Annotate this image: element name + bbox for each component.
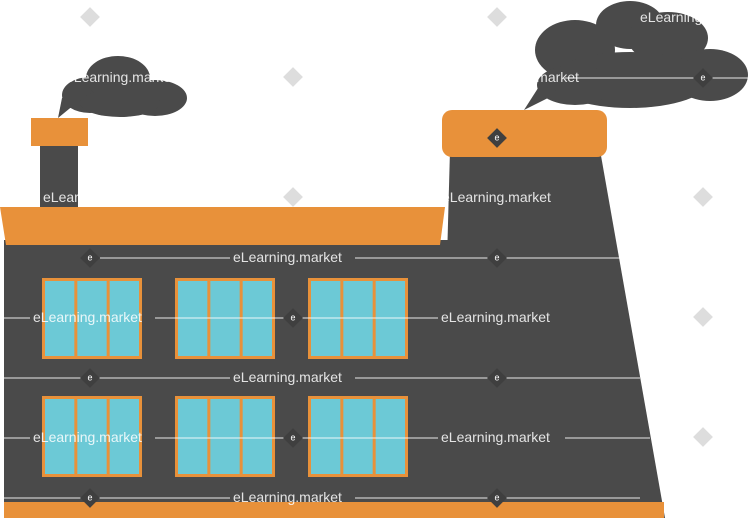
windows-group bbox=[42, 278, 408, 477]
window-pane bbox=[343, 399, 373, 474]
watermark-badge: e bbox=[283, 308, 303, 328]
smoke-cloud-small bbox=[58, 56, 187, 118]
window-pane bbox=[109, 281, 139, 356]
small-chimney bbox=[31, 118, 88, 210]
watermark-text: eLearning.market bbox=[233, 489, 342, 505]
watermark-text: eLearning.market bbox=[442, 189, 551, 205]
watermark-text: eLearning.market bbox=[233, 249, 342, 265]
watermark-diamond bbox=[693, 427, 713, 447]
watermark-text: eLearning.market bbox=[66, 69, 175, 85]
watermark-diamond bbox=[283, 67, 303, 87]
window-pane bbox=[45, 281, 75, 356]
window-pane bbox=[375, 399, 405, 474]
watermark-text: eLearning.market bbox=[640, 9, 749, 25]
svg-text:e: e bbox=[494, 372, 499, 382]
watermark-diamond bbox=[693, 187, 713, 207]
smoke-cloud-large bbox=[524, 1, 748, 110]
watermark-badge: e bbox=[487, 128, 507, 148]
window bbox=[42, 278, 142, 359]
window-pane bbox=[210, 399, 240, 474]
watermark-text: eLearning.market bbox=[33, 429, 142, 445]
svg-text:e: e bbox=[87, 372, 92, 382]
window-pane bbox=[311, 399, 341, 474]
watermark-diamond bbox=[283, 187, 303, 207]
svg-text:e: e bbox=[494, 132, 499, 142]
watermark-text: eLearning.market bbox=[470, 69, 579, 85]
svg-text:e: e bbox=[494, 492, 499, 502]
svg-text:e: e bbox=[494, 252, 499, 262]
watermark-text: eLearning.market bbox=[233, 369, 342, 385]
window-pane bbox=[178, 399, 208, 474]
window bbox=[42, 396, 142, 477]
window bbox=[175, 396, 275, 477]
window-pane bbox=[77, 399, 107, 474]
window bbox=[308, 396, 408, 477]
main-tower bbox=[440, 110, 665, 518]
watermark-badge: e bbox=[283, 428, 303, 448]
svg-text:e: e bbox=[87, 492, 92, 502]
watermark-text: eLearning.market bbox=[33, 309, 142, 325]
svg-text:e: e bbox=[87, 252, 92, 262]
watermark-badge: e bbox=[487, 248, 507, 268]
svg-text:e: e bbox=[290, 312, 295, 322]
window-pane bbox=[45, 399, 75, 474]
watermark-text: eLearning.market bbox=[441, 309, 550, 325]
watermark-badge: e bbox=[80, 488, 100, 508]
watermark-badge: e bbox=[80, 248, 100, 268]
window-pane bbox=[242, 399, 272, 474]
watermark-diamond bbox=[487, 7, 507, 27]
window-pane bbox=[77, 281, 107, 356]
watermark-text: eLearning.market bbox=[43, 189, 152, 205]
svg-text:e: e bbox=[290, 432, 295, 442]
svg-text:e: e bbox=[700, 72, 705, 82]
watermark-diamond bbox=[693, 307, 713, 327]
watermark-layer: eLearning.market eLearning.market eLearn… bbox=[4, 7, 750, 508]
watermark-badge: e bbox=[80, 368, 100, 388]
watermark-diamond bbox=[80, 7, 100, 27]
watermark-text: eLearning.market bbox=[441, 429, 550, 445]
watermark-badge: e bbox=[487, 488, 507, 508]
window-pane bbox=[109, 399, 139, 474]
watermark-badge: e bbox=[487, 368, 507, 388]
